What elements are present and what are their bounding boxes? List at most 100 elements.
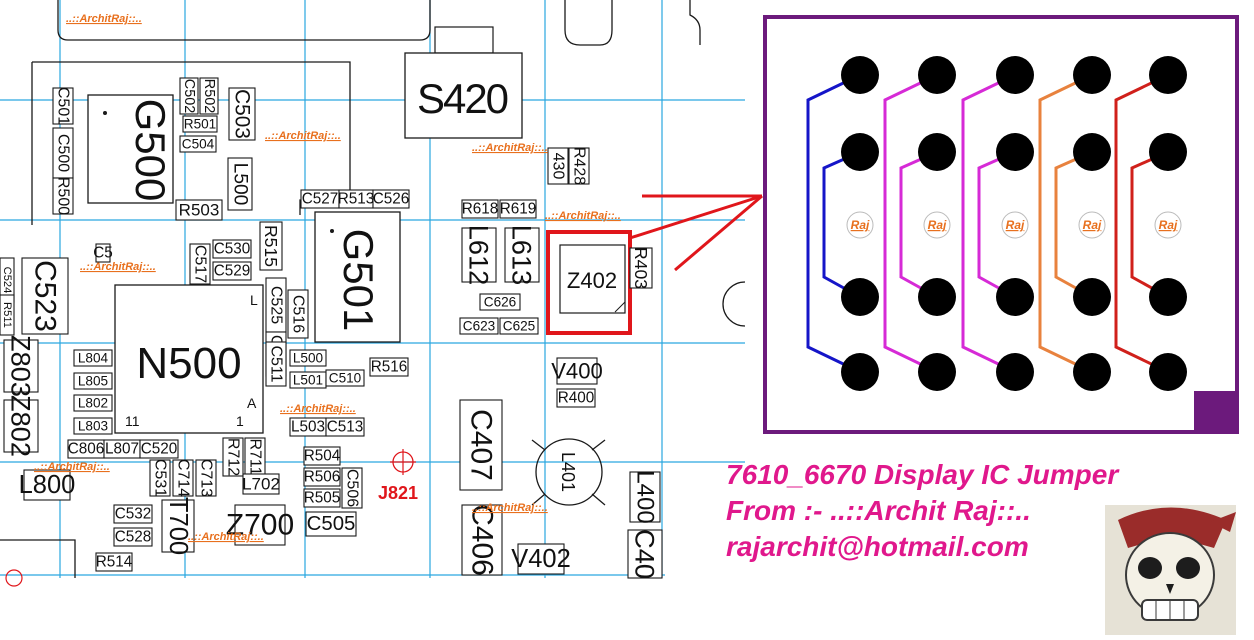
svg-text:C506: C506 [344,469,361,507]
svg-text:R403: R403 [631,247,651,289]
svg-text:C513: C513 [327,419,364,436]
svg-text:Raj: Raj [1006,218,1025,232]
svg-text:R500: R500 [55,177,72,215]
component-l702: L702 [242,473,280,495]
component-c502: C502 [179,77,199,115]
jumper-wire-inner [977,150,1016,299]
component-r619: R619 [499,199,537,219]
svg-text:L803: L803 [78,419,108,434]
component-l613: L613 [504,225,540,285]
watermark-text: ..::ArchitRaj::.. [265,130,341,142]
component-g501: G501 [314,211,401,343]
ic-pad [996,56,1034,94]
component-n500: N500 L A 1 11 [114,284,264,434]
component-c517: C517 [189,243,211,285]
jumper-wire-outer [883,73,938,374]
component-c529: C529 [212,261,252,281]
component-l503: L503 [289,417,327,437]
component-r511: R511 [0,294,15,336]
jumper-wire-outer [1114,73,1169,374]
svg-text:L400: L400 [632,470,659,523]
svg-text:L800: L800 [19,471,76,499]
component-label: N500 [136,339,241,388]
component-c516: C516 [287,289,309,339]
svg-text:C406: C406 [466,504,499,576]
corner-mark [1194,391,1237,432]
component-c506: C506 [341,467,363,509]
ic-pad [918,278,956,316]
svg-text:C529: C529 [214,263,251,280]
svg-text:C504: C504 [182,137,215,152]
svg-text:R502: R502 [201,79,217,113]
ic-pad [996,353,1034,391]
svg-text:C517: C517 [192,245,209,283]
component-z803: Z803 [3,335,39,397]
svg-text:C623: C623 [463,319,496,334]
component-c523: C523 [21,257,69,335]
jumper-wire-inner [822,150,861,299]
component-c501: C501 [52,87,74,125]
pad-label: Raj [846,211,874,239]
component-r403: R403 [629,247,653,289]
component-l500: L500 [289,349,327,367]
svg-text:C500: C500 [55,134,72,172]
component-c503: C503 [228,87,256,141]
svg-text:430: 430 [550,153,567,180]
svg-text:R516: R516 [371,359,408,376]
svg-text:C511: C511 [268,345,285,382]
component-l401: L401 [531,438,606,506]
ic-pad [1073,278,1111,316]
svg-text:L805: L805 [78,374,108,389]
component-c504: C504 [179,135,217,153]
svg-text:Z802: Z802 [6,395,37,457]
svg-text:R711: R711 [247,438,264,475]
component-c505: C505 [305,511,357,537]
svg-text:R515: R515 [261,225,281,267]
svg-text:C524: C524 [1,267,13,294]
jumper-wire-outer [1038,73,1093,374]
component-r503: R503 [175,199,223,221]
component-l804: L804 [73,349,113,367]
svg-text:L613: L613 [507,225,538,285]
component-l807: L807 [103,439,141,459]
component-v402: V402 [511,543,571,575]
component-r428: R428 [568,147,590,185]
watermark-text: ..::ArchitRaj::.. [80,261,156,273]
ic-pad [996,133,1034,171]
svg-text:L802: L802 [78,396,108,411]
svg-text:C806: C806 [68,441,105,458]
component-c623: C623 [459,317,499,335]
component-r711: R711 [244,437,266,477]
component-c625: C625 [499,317,539,335]
component-c532: C532 [113,504,153,524]
svg-text:C502: C502 [181,79,197,113]
svg-text:R503: R503 [179,201,220,220]
svg-text:J821: J821 [378,483,418,503]
svg-text:C510: C510 [329,371,362,386]
svg-text:Raj: Raj [928,218,947,232]
svg-text:Raj: Raj [1159,218,1178,232]
jumper-wire-inner [899,150,938,299]
component-l501: L501 [289,371,327,389]
component-c40: C40 [627,529,663,579]
component-c513: C513 [325,417,365,437]
component-label: G501 [335,229,382,332]
svg-text:C530: C530 [214,241,251,258]
component-j821: J821 [378,449,418,503]
svg-text:R504: R504 [304,448,341,465]
watermark-text: ..::ArchitRaj::.. [188,531,264,543]
component-l612: L612 [461,225,497,285]
component-r504: R504 [303,446,341,466]
svg-text:C501: C501 [55,87,72,125]
caption-email: rajarchit@hotmail.com [726,531,1029,562]
watermark-text: ..::ArchitRaj::.. [472,502,548,514]
component-c714: C714 [172,459,194,497]
svg-text:1: 1 [236,413,244,429]
pad-label: Raj [1154,211,1182,239]
ic-pad [1073,56,1111,94]
svg-text:L401: L401 [558,452,578,492]
svg-text:R514: R514 [96,554,133,571]
svg-text:A: A [247,395,257,411]
component-r502: R502 [199,77,219,115]
svg-text:C407: C407 [465,409,498,481]
